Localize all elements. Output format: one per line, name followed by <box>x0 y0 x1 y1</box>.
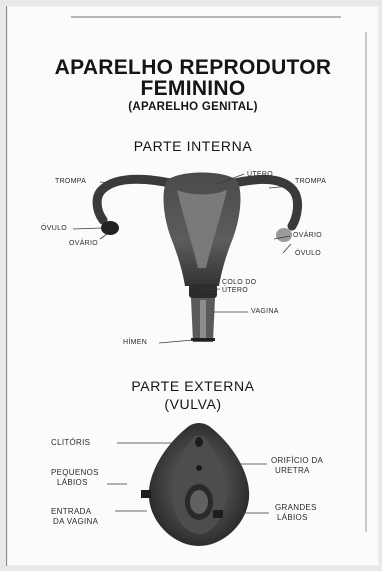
urethral-opening <box>196 465 202 471</box>
label-grandes-line2: LÁBIOS <box>277 513 308 522</box>
label-entrada-line2: DA VAGINA <box>53 517 98 526</box>
label-pequenos-line1: PEQUENOS <box>51 468 99 477</box>
label-clitoris: CLITÓRIS <box>51 438 90 447</box>
poster-page: APARELHO REPRODUTOR FEMININO (APARELHO G… <box>6 6 379 566</box>
vulva-illustration <box>141 423 249 546</box>
label-trompa-right: TROMPA <box>295 178 326 186</box>
cervix <box>189 284 217 298</box>
external-section-subheading: (VULVA) <box>7 396 379 412</box>
left-ovary <box>101 221 119 235</box>
label-vagina: VAGINA <box>251 308 279 316</box>
label-orificio-line1: ORIFÍCIO DA <box>271 456 323 465</box>
uterus-illustration <box>97 173 297 343</box>
left-fallopian-tube <box>97 179 175 220</box>
clitoris-shape <box>195 437 203 447</box>
label-trompa-left: TROMPA <box>55 178 86 186</box>
label-ovulo-right: ÓVULO <box>295 250 321 258</box>
label-ovario-left: OVÁRIO <box>69 240 98 248</box>
label-utero: ÚTERO <box>247 171 273 179</box>
label-colo-line2: ÚTERO <box>222 287 248 295</box>
label-ovulo-left: ÓVULO <box>41 225 67 233</box>
label-orificio-line2: URETRA <box>275 466 310 475</box>
label-entrada-line1: ENTRADA <box>51 507 91 516</box>
label-hymen: HÍMEN <box>123 339 147 347</box>
label-colo-line1: COLO DO <box>222 279 256 287</box>
external-section-heading: PARTE EXTERNA <box>7 378 379 394</box>
label-ovario-right: OVÁRIO <box>293 232 322 240</box>
label-pequenos-line2: LÁBIOS <box>57 478 88 487</box>
label-grandes-line1: GRANDES <box>275 503 317 512</box>
hymen <box>191 338 215 341</box>
right-ovary <box>276 228 292 242</box>
